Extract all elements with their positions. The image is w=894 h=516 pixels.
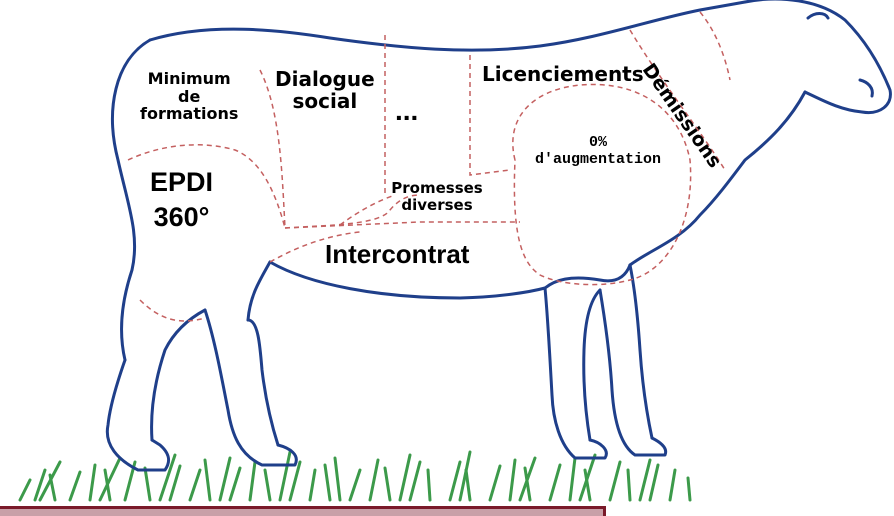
label-zero-augmentation: 0% d'augmentation <box>523 135 673 168</box>
label-line: formations <box>140 105 238 123</box>
label-line: Minimum <box>140 70 238 88</box>
label-dialogue-social: Dialogue social <box>275 68 375 112</box>
label-minimum-formations: Minimum de formations <box>140 70 238 123</box>
label-line: d'augmentation <box>523 152 673 169</box>
label-epdi: EPDI 360° <box>150 165 213 235</box>
label-line: diverses <box>382 197 492 214</box>
label-licenciements: Licenciements <box>482 63 644 85</box>
label-line: 360° <box>150 200 213 235</box>
label-line: social <box>275 90 375 112</box>
bottom-bar <box>0 506 606 516</box>
label-line: Dialogue <box>275 68 375 90</box>
label-line: de <box>140 88 238 106</box>
label-ellipsis: ... <box>395 96 418 127</box>
label-line: Promesses <box>382 180 492 197</box>
label-line: 0% <box>523 135 673 152</box>
label-promesses: Promesses diverses <box>382 180 492 213</box>
label-line: EPDI <box>150 165 213 200</box>
label-intercontrat: Intercontrat <box>325 240 469 269</box>
